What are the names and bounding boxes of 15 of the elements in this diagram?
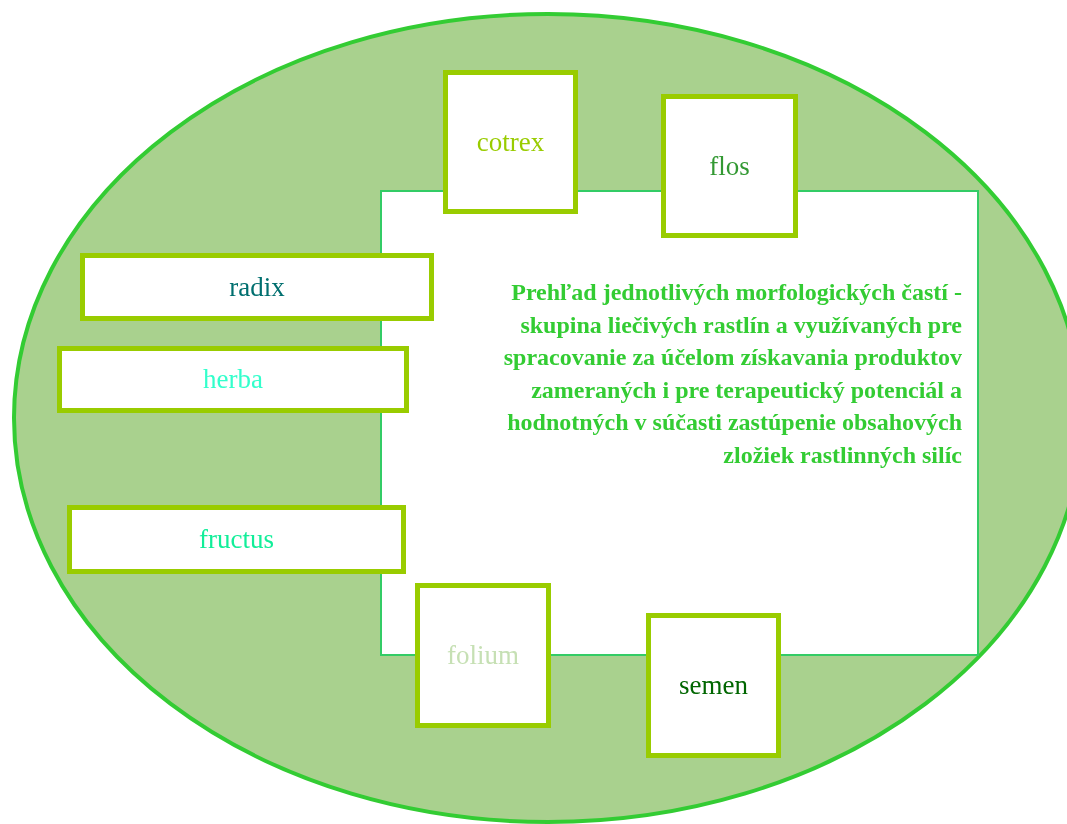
plant-part-label: radix — [229, 271, 285, 303]
label-box — [443, 70, 578, 214]
plant-part-label: flos — [709, 150, 750, 182]
label-box — [415, 583, 551, 728]
description-text: Prehľad jednotlivých morfologických častí - skupina liečivých rastlín a využívaných pre spracovanie za účelom získavania produktov zameraných i pre terapeutický potenciál a hodnotných v súčasti zastúpenie obsahových zložiek rastlinných silíc — [502, 278, 962, 470]
plant-part-label: cotrex — [476, 126, 545, 158]
plant-part-label: semen — [679, 670, 748, 701]
label-box — [646, 613, 781, 758]
plant-part-label: folium — [447, 640, 519, 671]
plant-part-label: herba — [203, 364, 263, 395]
label-box — [57, 346, 409, 413]
plant-part-label: fructus — [199, 524, 274, 555]
label-box — [67, 505, 406, 574]
label-box — [80, 253, 434, 321]
label-box — [661, 94, 798, 238]
